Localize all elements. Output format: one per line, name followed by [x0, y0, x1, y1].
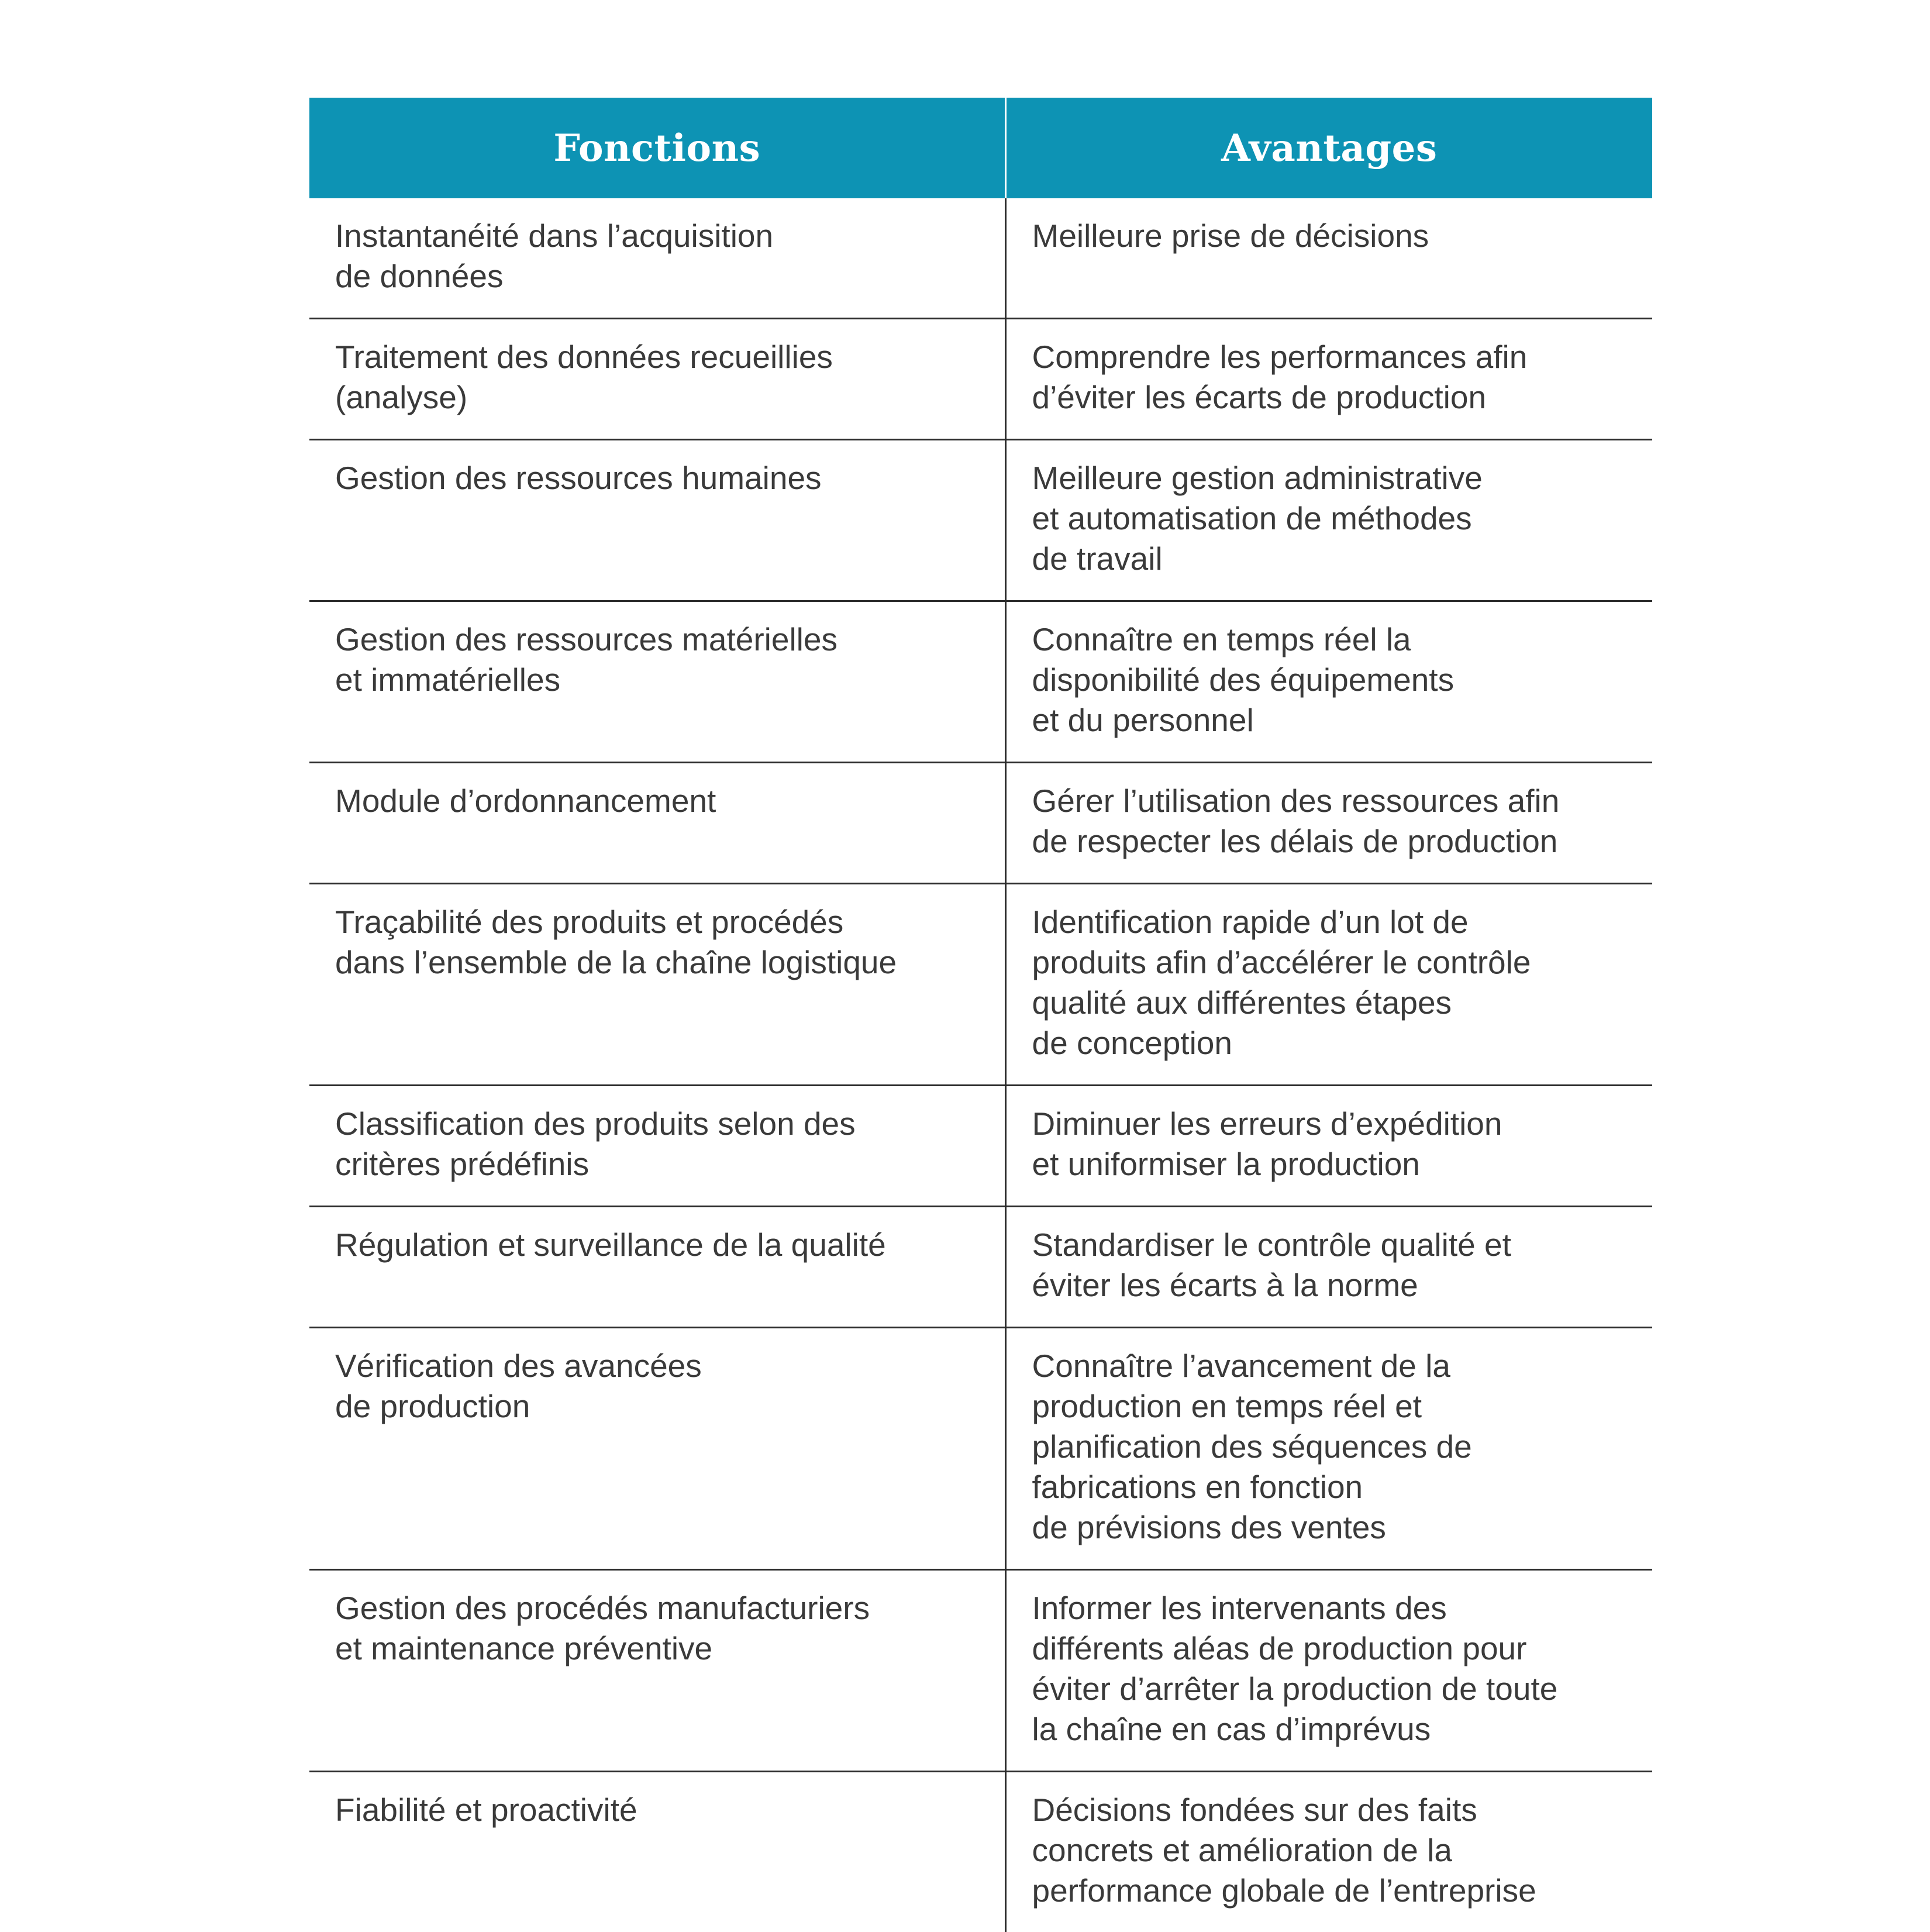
table-body: Instantanéité dans l’acquisition de donn…: [309, 198, 1652, 1932]
avantage-cell: Comprendre les performances afin d’évite…: [1005, 319, 1652, 440]
fonction-cell: Instantanéité dans l’acquisition de donn…: [309, 198, 1005, 319]
table-row: Régulation et surveillance de la qualité…: [309, 1207, 1652, 1328]
table-header-row: Fonctions Avantages: [309, 98, 1652, 198]
fonction-cell: Gestion des procédés manufacturiers et m…: [309, 1570, 1005, 1772]
table-row: Traçabilité des produits et procédés dan…: [309, 884, 1652, 1086]
fonction-cell: Fiabilité et proactivité: [309, 1772, 1005, 1932]
table-row: Instantanéité dans l’acquisition de donn…: [309, 198, 1652, 319]
table-header: Fonctions Avantages: [309, 98, 1652, 198]
fonction-cell: Gestion des ressources humaines: [309, 440, 1005, 601]
avantage-cell: Connaître l’avancement de la production …: [1005, 1328, 1652, 1570]
avantage-cell: Meilleure gestion administrative et auto…: [1005, 440, 1652, 601]
table-row: Traitement des données recueillies (anal…: [309, 319, 1652, 440]
features-table-container: Fonctions Avantages Instantanéité dans l…: [309, 98, 1652, 1932]
avantage-cell: Gérer l’utilisation des ressources afin …: [1005, 763, 1652, 884]
table-row: Classification des produits selon des cr…: [309, 1086, 1652, 1207]
avantage-cell: Standardiser le contrôle qualité et évit…: [1005, 1207, 1652, 1328]
column-header-fonctions: Fonctions: [309, 98, 1005, 198]
avantage-cell: Meilleure prise de décisions: [1005, 198, 1652, 319]
features-benefits-table: Fonctions Avantages Instantanéité dans l…: [309, 98, 1652, 1932]
fonction-cell: Module d’ordonnancement: [309, 763, 1005, 884]
fonction-cell: Régulation et surveillance de la qualité: [309, 1207, 1005, 1328]
fonction-cell: Gestion des ressources matérielles et im…: [309, 601, 1005, 763]
fonction-cell: Traçabilité des produits et procédés dan…: [309, 884, 1005, 1086]
table-row: Gestion des ressources matérielles et im…: [309, 601, 1652, 763]
fonction-cell: Classification des produits selon des cr…: [309, 1086, 1005, 1207]
table-row: Vérification des avancées de production …: [309, 1328, 1652, 1570]
table-row: Module d’ordonnancement Gérer l’utilisat…: [309, 763, 1652, 884]
table-row: Fiabilité et proactivité Décisions fondé…: [309, 1772, 1652, 1932]
avantage-cell: Décisions fondées sur des faits concrets…: [1005, 1772, 1652, 1932]
column-header-avantages: Avantages: [1005, 98, 1652, 198]
avantage-cell: Identification rapide d’un lot de produi…: [1005, 884, 1652, 1086]
avantage-cell: Informer les intervenants des différents…: [1005, 1570, 1652, 1772]
table-row: Gestion des procédés manufacturiers et m…: [309, 1570, 1652, 1772]
avantage-cell: Diminuer les erreurs d’expédition et uni…: [1005, 1086, 1652, 1207]
avantage-cell: Connaître en temps réel la disponibilité…: [1005, 601, 1652, 763]
table-row: Gestion des ressources humaines Meilleur…: [309, 440, 1652, 601]
fonction-cell: Traitement des données recueillies (anal…: [309, 319, 1005, 440]
fonction-cell: Vérification des avancées de production: [309, 1328, 1005, 1570]
